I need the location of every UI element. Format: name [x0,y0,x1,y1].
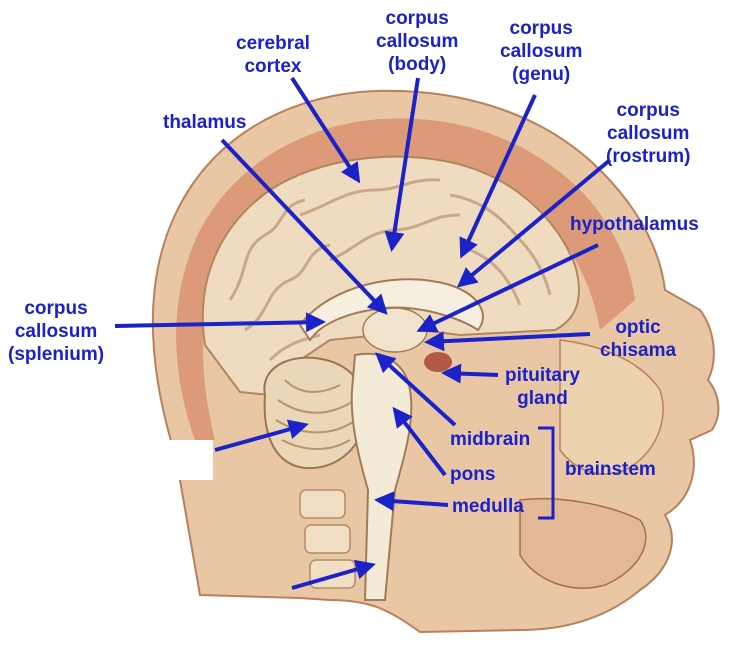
label-pons: pons [450,464,496,485]
nasal-region [559,339,664,475]
label-hypothalamus: hypothalamus [570,214,699,235]
cervical-vertebrae [299,489,356,589]
label-thalamus: thalamus [163,112,247,133]
arrow-cerebellum [214,419,309,452]
label-brainstem: brainstem [565,459,656,480]
arrow-cc-genu [459,94,537,259]
arrow-optic [424,331,591,352]
label-line: corpus [385,8,449,29]
thalamus-shape [362,307,428,353]
label-corpus-callosum-genu: corpus callosum (genu) [500,17,582,86]
label-corpus-callosum-body: corpus callosum (body) [376,7,458,76]
label-line: callosum [14,321,98,342]
label-corpus-callosum-splenium: corpus callosum (splenium) [8,297,104,366]
arrow-pituitary [441,363,499,384]
label-line: callosum [607,123,690,144]
label-medulla: medulla [452,496,524,517]
label-line: optic [615,317,661,338]
arrow-hypothalamus [416,243,599,333]
white-patch [128,440,213,480]
label-line: (splenium) [8,344,105,365]
label-line: callosum [376,31,459,52]
arrows [114,76,612,590]
label-line: corpus [509,18,573,39]
arrow-spinal [291,559,376,590]
oral-region [519,497,647,589]
label-line: chisama [600,340,677,361]
label-line: corpus [616,100,680,121]
arrow-medulla [374,491,449,512]
arrow-midbrain [375,352,457,427]
label-optic-chisama: optic chisama [600,316,676,362]
label-line: (genu) [512,64,571,85]
pituitary-shape [424,352,452,372]
arrow-cc-body [384,77,420,252]
label-cerebral-cortex: cerebral cortex [236,32,310,78]
arrow-cc-rostrum [456,158,612,288]
label-line: corpus [24,298,88,319]
label-line: cerebral [236,33,310,54]
label-line: (rostrum) [606,146,691,167]
arrow-cerebral-cortex [290,76,361,184]
arrow-thalamus [220,138,388,315]
corpus-callosum-shape [298,278,484,342]
label-corpus-callosum-rostrum: corpus callosum (rostrum) [606,99,690,168]
label-line: cortex [244,56,302,77]
cerebellum-folia [275,379,357,450]
label-line: gland [517,388,568,409]
label-midbrain: midbrain [450,429,531,450]
label-line: pituitary [505,365,580,386]
arrow-pons [392,406,447,477]
brainstem-bracket [538,426,555,520]
label-line: (body) [388,54,447,75]
label-pituitary-gland: pituitary gland [505,364,580,410]
label-line: callosum [500,41,583,62]
arrow-splenium [114,312,326,333]
